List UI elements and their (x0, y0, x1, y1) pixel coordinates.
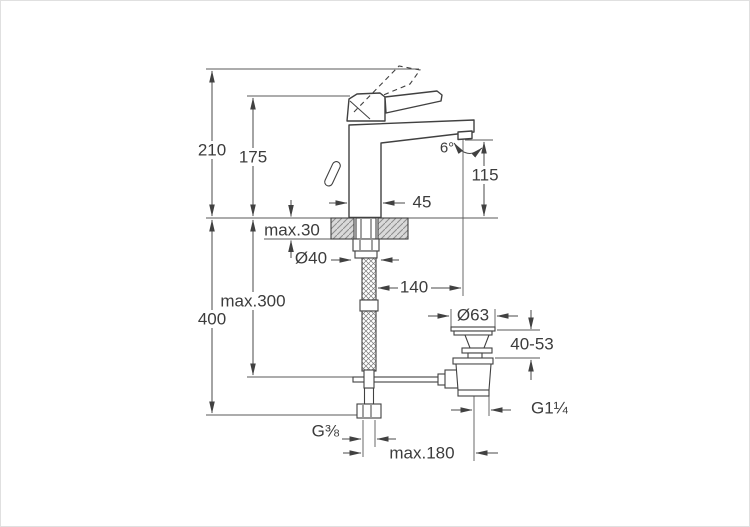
shank-facets (360, 219, 372, 238)
waste-body (455, 363, 492, 391)
label-bg (236, 148, 270, 166)
dim-label-max300: max.300 (220, 292, 285, 311)
waste-flange-top (450, 326, 496, 332)
faucet (324, 65, 475, 219)
supply-hose (356, 257, 382, 419)
dim-label-400: 400 (198, 310, 226, 329)
hose-tail-tube (363, 387, 375, 405)
dim-label-g114: G1¼ (531, 399, 569, 418)
extension-lines (206, 68, 540, 461)
popup-pull-knob (324, 161, 341, 187)
dim-label-g38: G⅜ (312, 422, 340, 441)
dim-label-115: 115 (471, 166, 498, 185)
label-bg (467, 166, 502, 184)
counter-deck (330, 217, 409, 240)
dim-label-6deg: 6° (440, 140, 454, 157)
dim-label-max30: max.30 (264, 221, 320, 240)
hose-lower-section (361, 310, 377, 372)
ref-waste-flange (450, 309, 496, 328)
waste-body-bottom (457, 389, 490, 397)
dimension-lines (209, 70, 534, 456)
waste-body-rim (452, 357, 494, 365)
counter-slab-right (377, 217, 409, 240)
ref-waste-range (495, 329, 540, 359)
dim-label-175: 175 (239, 148, 267, 167)
label-bg (195, 141, 229, 159)
connector-nut-facets (362, 405, 372, 417)
waste-stem-flange (461, 347, 493, 354)
waste-flange-lower (453, 330, 493, 336)
dimension-labels: 210 175 115 6° 45 max.30 Ø40 140 max.300… (195, 140, 569, 463)
dim-angle-arc (453, 142, 483, 158)
rod-clamp (363, 369, 375, 389)
mounting-shank (355, 217, 377, 240)
handle-lever (384, 90, 443, 114)
mounting-washer (354, 250, 378, 259)
dim-label-45: 45 (413, 193, 432, 212)
waste-side-port (444, 369, 459, 389)
popup-waste (352, 326, 496, 397)
hose-upper-section (361, 257, 377, 301)
dim-label-210: 210 (198, 141, 226, 160)
dim-label-o40: Ø40 (295, 249, 327, 268)
handle-pivot-block (346, 92, 386, 122)
pivot-detail-line (349, 100, 371, 120)
locknut-facets (359, 240, 373, 250)
ref-tailpipe (473, 396, 490, 461)
label-bg (214, 292, 292, 310)
waste-stem (464, 334, 490, 349)
dim-label-max180: max.180 (389, 444, 454, 463)
mounting-locknut (352, 238, 380, 252)
aerator (457, 130, 473, 141)
hose-connector-nut (356, 403, 382, 419)
faucet-body-and-spout (348, 119, 475, 219)
label-bg (195, 310, 229, 328)
handle-raised-position (353, 65, 421, 113)
counter-slab-left (330, 217, 355, 240)
dim-label-140: 140 (400, 278, 428, 297)
dim-label-4053: 40-53 (510, 335, 553, 354)
hose-coupling (359, 299, 379, 312)
ref-supply-thread (362, 420, 376, 457)
dim-label-o63: Ø63 (457, 306, 489, 325)
mounting-hardware (352, 217, 380, 259)
